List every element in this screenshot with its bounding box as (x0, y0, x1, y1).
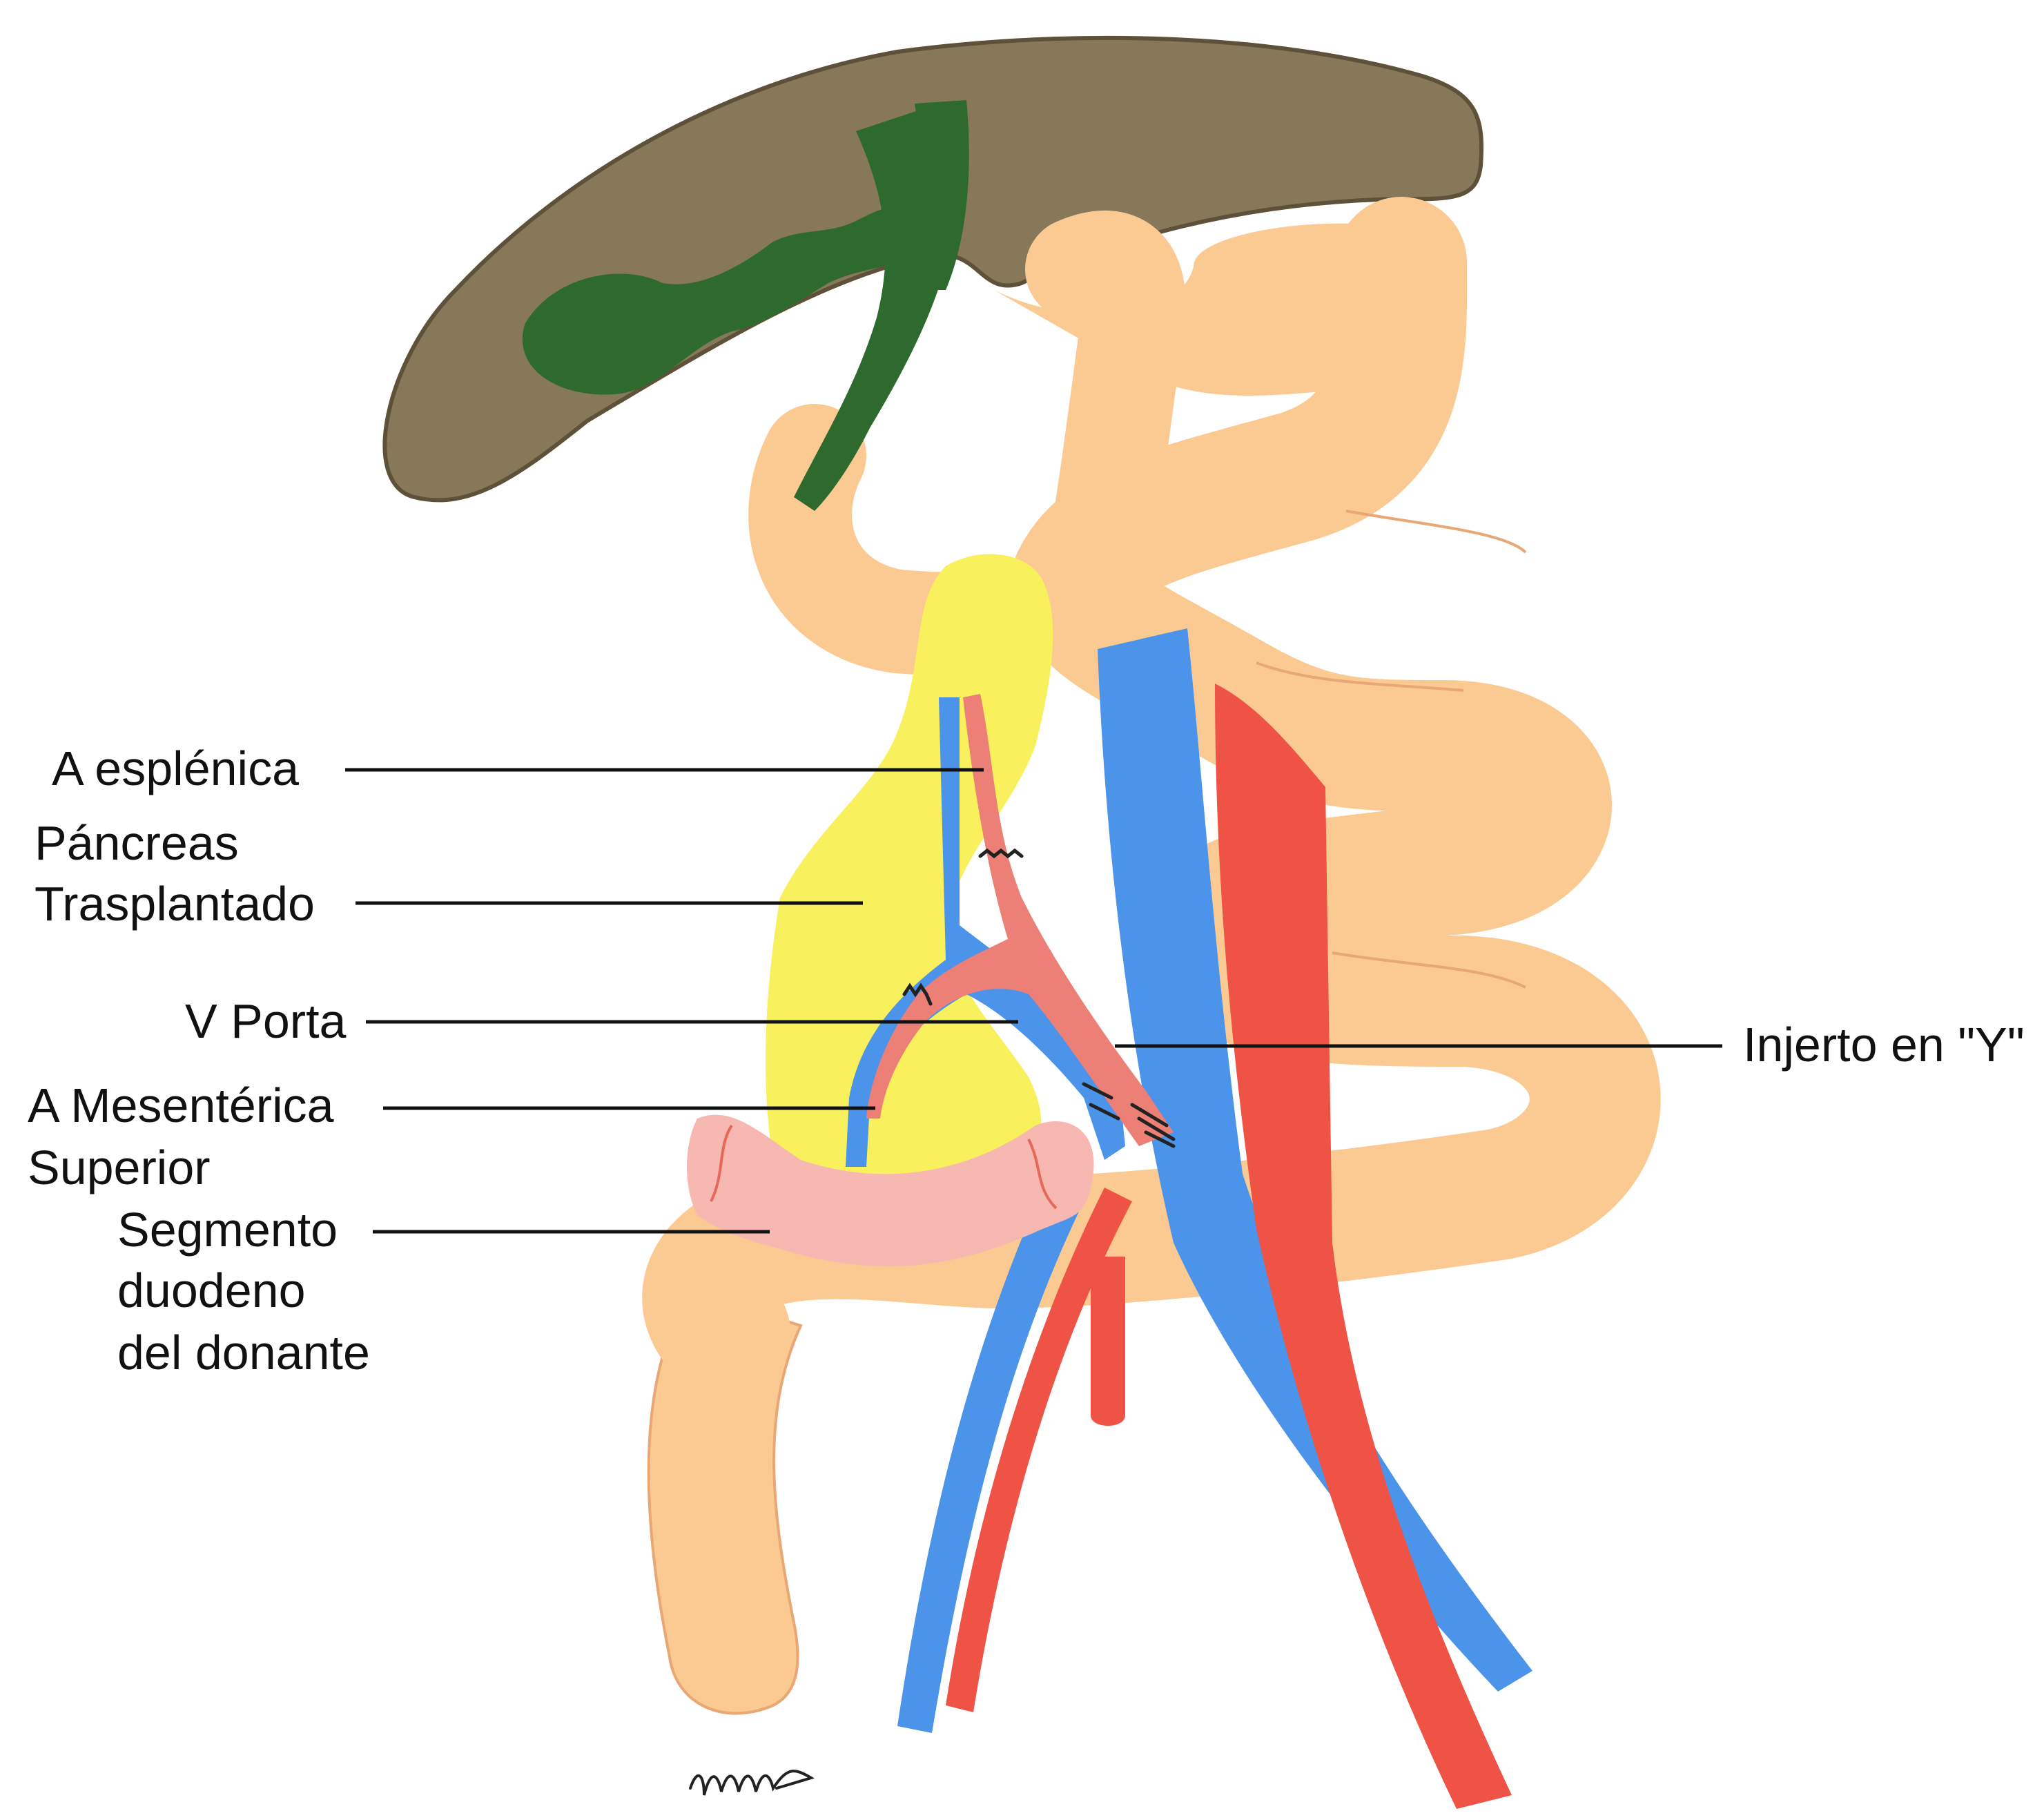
artist-signature (690, 1771, 811, 1795)
label-sma-line1: A Mesentérica (28, 1074, 334, 1136)
label-y-graft: Injerto en "Y" (1743, 1014, 2025, 1076)
artery-stub (1091, 1257, 1125, 1426)
label-pancreas-line2: Trasplantado (35, 873, 315, 935)
label-splenic-artery: A esplénica (52, 737, 299, 800)
label-sma-line2: Superior (28, 1136, 211, 1199)
label-pancreas-line1: Páncreas (35, 812, 239, 874)
label-portal-vein: V Porta (185, 990, 346, 1052)
label-duodenum-line3: del donante (117, 1322, 370, 1384)
label-duodenum-line1: Segmento (117, 1199, 338, 1261)
label-duodenum-line2: duodeno (117, 1259, 306, 1322)
